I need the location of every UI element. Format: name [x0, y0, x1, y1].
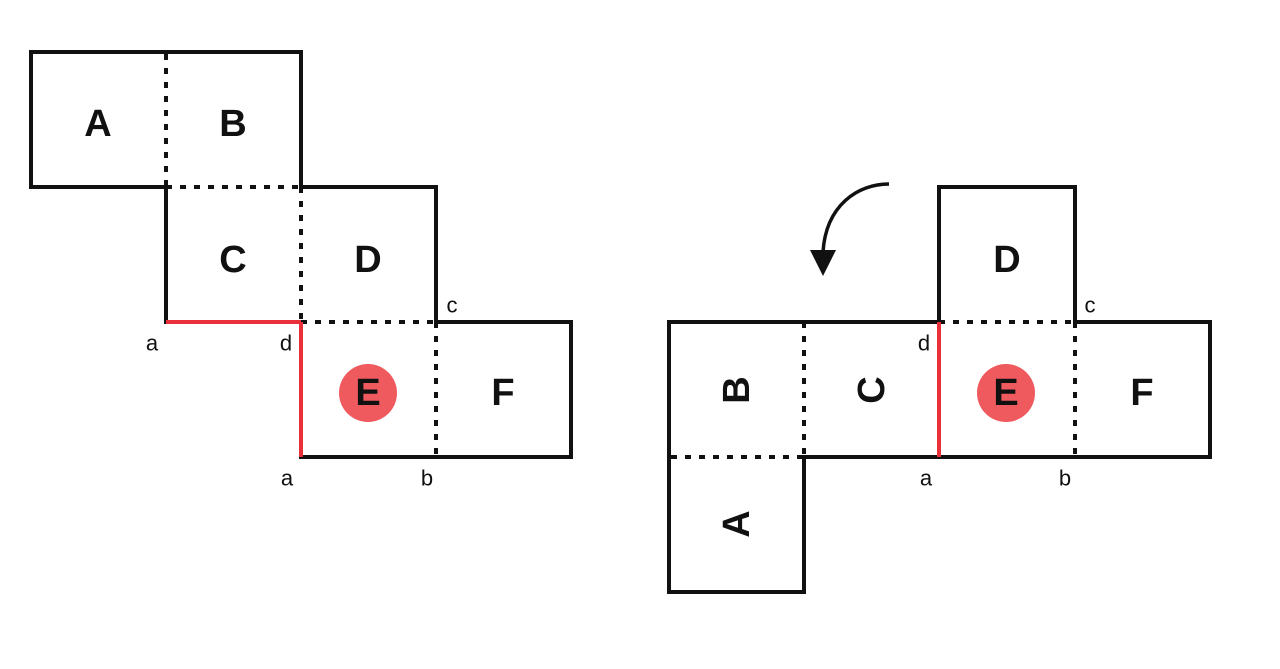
right-face-e-highlight-circle	[977, 364, 1035, 422]
left-vertex-c-label: c	[447, 293, 458, 318]
left-face-b-label: B	[219, 103, 246, 145]
left-vertex-d-label: d	[280, 331, 292, 356]
right-vertex-d-label: d	[918, 331, 930, 356]
left-net: A B C D E F a d c a b	[29, 50, 573, 491]
curved-arrow-counterclockwise-icon	[810, 182, 890, 276]
left-face-f-label: F	[491, 372, 514, 414]
left-net-fold-lines	[164, 54, 438, 457]
right-face-f-label: F	[1130, 372, 1153, 414]
left-vertex-a-top-label: a	[146, 331, 159, 356]
right-face-a-label: A	[716, 510, 758, 537]
right-face-c-label: C	[851, 376, 893, 403]
right-net: D E F B C A d c a b	[667, 185, 1212, 594]
left-face-c-label: C	[219, 239, 246, 281]
left-vertex-a-bottom-label: a	[281, 466, 294, 491]
left-face-d-label: D	[354, 239, 381, 281]
right-face-b-label: B	[716, 376, 758, 403]
left-vertex-b-label: b	[421, 466, 433, 491]
left-face-a-label: A	[84, 103, 111, 145]
left-face-e-highlight-circle	[339, 364, 397, 422]
right-face-d-label: D	[993, 239, 1020, 281]
rotation-arrow-shaft	[821, 182, 890, 253]
rotation-arrow-head	[810, 250, 836, 276]
right-net-fold-lines	[671, 320, 1077, 459]
left-face-e-label: E	[355, 372, 380, 414]
right-net-outline	[667, 185, 1212, 594]
right-vertex-b-label: b	[1059, 466, 1071, 491]
right-vertex-c-label: c	[1085, 293, 1096, 318]
right-face-e-label: E	[993, 372, 1018, 414]
right-vertex-a-label: a	[920, 466, 933, 491]
